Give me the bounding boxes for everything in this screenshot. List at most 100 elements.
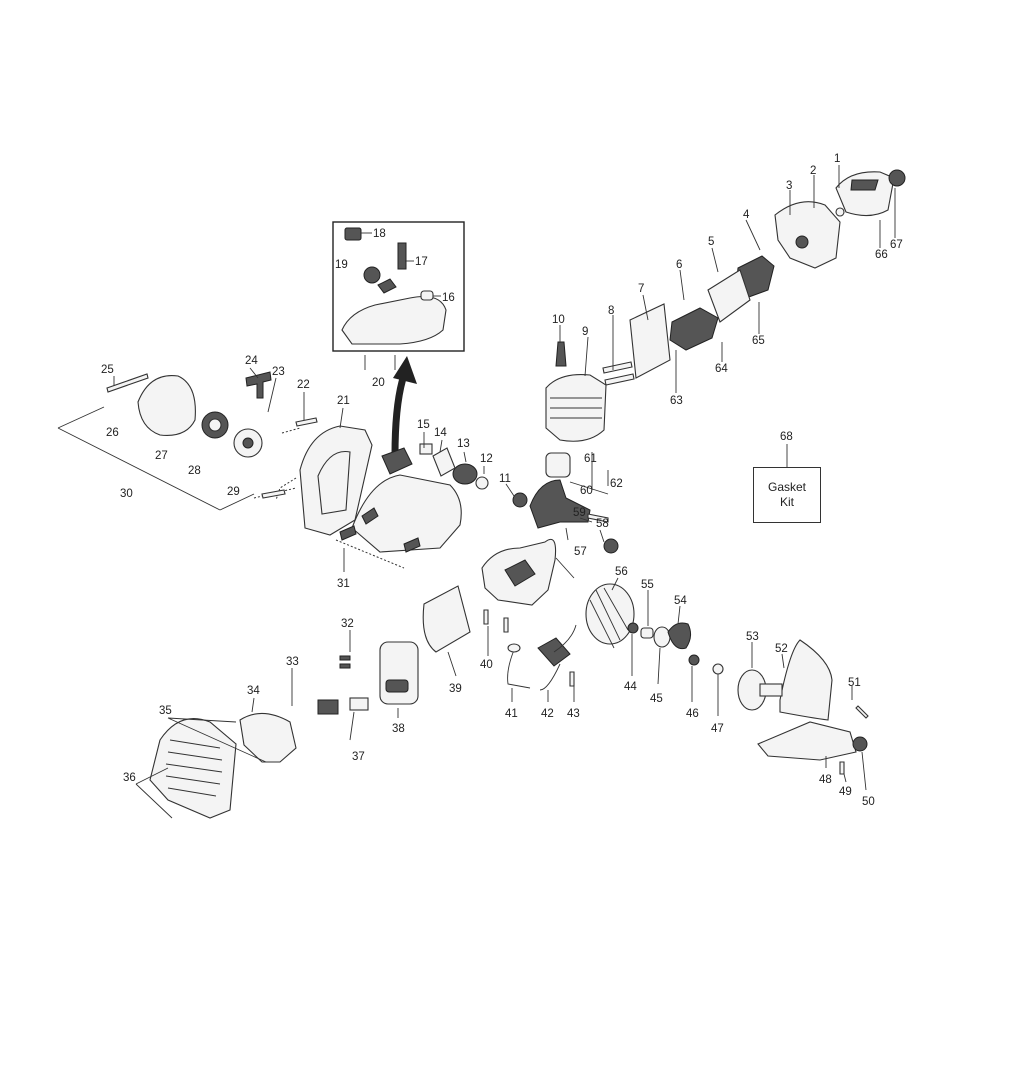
label-part-58: 58 [596, 518, 609, 530]
crankcase-57 [481, 538, 557, 606]
label-part-55: 55 [641, 579, 654, 591]
bearing-11 [512, 492, 528, 508]
label-part-42: 42 [541, 708, 554, 720]
inset-grommet-16 [420, 290, 434, 301]
label-part-44: 44 [624, 681, 637, 693]
label-part-4: 4 [743, 209, 750, 221]
label-part-29: 29 [227, 486, 240, 498]
heat-shield-7 [629, 303, 671, 379]
clutch-54 [667, 622, 692, 650]
label-part-5: 5 [708, 236, 714, 248]
label-part-45: 45 [650, 693, 663, 705]
cover-34 [239, 712, 297, 763]
label-part-13: 13 [457, 438, 470, 450]
label-part-62: 62 [610, 478, 623, 490]
label-part-28: 28 [188, 465, 201, 477]
rope-30 [57, 406, 255, 511]
label-part-67: 67 [890, 239, 903, 251]
label-part-65: 65 [752, 335, 765, 347]
label-part-27: 27 [155, 450, 168, 462]
label-part-68: 68 [780, 431, 793, 443]
inset-fuel-cap-18 [344, 227, 362, 241]
inset-fuel-tank [341, 278, 447, 345]
label-part-23: 23 [272, 366, 285, 378]
label-part-9: 9 [582, 326, 588, 338]
cover-screw-leaders [135, 717, 267, 819]
spark-plug-10 [555, 341, 567, 367]
piston-61 [545, 452, 571, 478]
label-part-47: 47 [711, 723, 724, 735]
label-part-43: 43 [567, 708, 580, 720]
washer-12 [475, 476, 489, 490]
label-part-10: 10 [552, 314, 565, 326]
label-part-59: 59 [573, 507, 586, 519]
label-part-3: 3 [786, 180, 792, 192]
label-part-31: 31 [337, 578, 350, 590]
piston-leaders [569, 452, 609, 495]
screws-22-29 [261, 417, 318, 499]
washer-44 [627, 622, 639, 634]
muffler-38 [379, 641, 419, 705]
studs-40 [483, 609, 509, 633]
pulley-28 [233, 428, 263, 458]
label-part-35: 35 [159, 705, 172, 717]
heat-shield-39 [422, 585, 471, 653]
mount-dashes [275, 477, 405, 569]
ignition-module-42 [537, 624, 577, 691]
bolts-32 [339, 655, 351, 669]
label-part-64: 64 [715, 363, 728, 375]
label-part-25: 25 [101, 364, 114, 376]
label-part-61: 61 [584, 453, 597, 465]
screw-49 [839, 761, 845, 775]
label-part-38: 38 [392, 723, 405, 735]
label-part-36: 36 [123, 772, 136, 784]
label-leaders [113, 367, 867, 791]
label-part-51: 51 [848, 677, 861, 689]
label-part-66: 66 [875, 249, 888, 261]
shield-52 [779, 639, 833, 721]
air-filter-cover-66 [835, 171, 895, 217]
cylinder-cover-36 [149, 718, 237, 819]
label-part-50: 50 [862, 796, 875, 808]
label-part-52: 52 [775, 643, 788, 655]
label-part-18: 18 [373, 228, 386, 240]
label-part-60: 60 [580, 485, 593, 497]
pin-15 [419, 443, 433, 455]
label-part-48: 48 [819, 774, 832, 786]
label-part-14: 14 [434, 427, 447, 439]
label-part-22: 22 [297, 379, 310, 391]
label-part-63: 63 [670, 395, 683, 407]
inset-valve-17 [397, 242, 407, 270]
screws-51 [855, 705, 869, 719]
fan-housing-21 [299, 425, 373, 536]
label-part-54: 54 [674, 595, 687, 607]
label-part-41: 41 [505, 708, 518, 720]
starter-housing-26 [137, 374, 196, 436]
tank-brackets-31 [339, 507, 421, 553]
cylinder-9 [545, 373, 607, 442]
label-part-17: 17 [415, 256, 428, 268]
gasket-kit-line1: Gasket [767, 480, 806, 494]
label-part-53: 53 [746, 631, 759, 643]
label-part-8: 8 [608, 305, 614, 317]
screw-43 [569, 671, 575, 687]
label-part-40: 40 [480, 659, 493, 671]
label-part-46: 46 [686, 708, 699, 720]
crankshaft-59 [529, 479, 609, 529]
label-part-34: 34 [247, 685, 260, 697]
shaft-50 [852, 736, 868, 752]
label-part-11: 11 [499, 473, 511, 485]
plate-45 [653, 626, 671, 648]
top-leaders [559, 165, 896, 393]
gasket-kit-box: Gasket Kit [753, 467, 821, 523]
label-part-7: 7 [638, 283, 644, 295]
label-part-57: 57 [574, 546, 587, 558]
label-part-24: 24 [245, 355, 258, 367]
detail-arrow [391, 370, 409, 456]
intake-6 [669, 307, 719, 351]
label-part-21: 21 [337, 395, 350, 407]
air-filter-2 [835, 207, 845, 217]
label-part-2: 2 [810, 165, 816, 177]
screw-25 [106, 373, 149, 393]
